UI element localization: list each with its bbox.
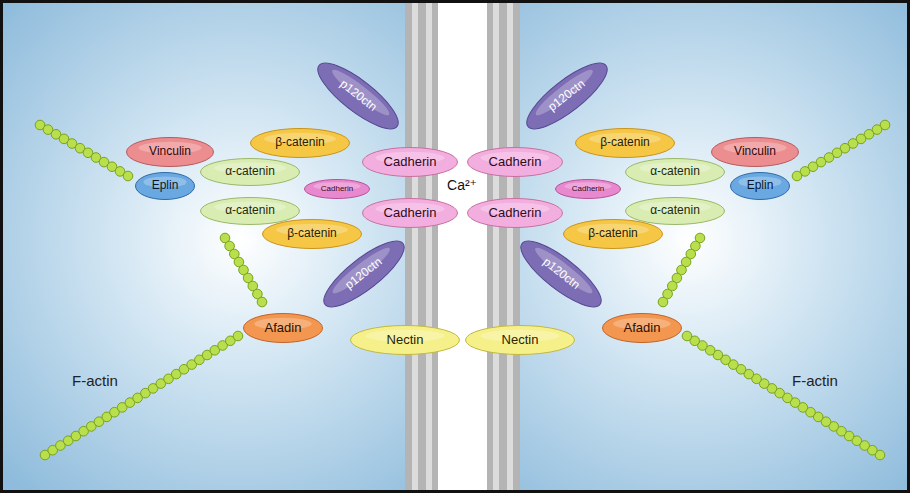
- protein-name: α-catenin: [225, 204, 275, 217]
- ellipse-shape: [626, 159, 725, 186]
- nectin-protein: Nectin: [350, 325, 460, 355]
- afadin-protein: Afadin: [602, 313, 682, 343]
- protein-name: Vinculin: [149, 145, 191, 158]
- beta-catenin-protein: β-catenin: [563, 219, 663, 249]
- ion-label: Ca²⁺: [445, 178, 479, 193]
- alpha-catenin-protein: α-catenin: [625, 197, 725, 225]
- ellipse-shape: [712, 138, 799, 167]
- ellipse-shape: [351, 326, 460, 355]
- ellipse-shape: [127, 138, 214, 167]
- protein-name: β-catenin: [588, 227, 638, 240]
- protein-name: β-catenin: [275, 136, 325, 149]
- beta-catenin-protein: β-catenin: [250, 128, 350, 158]
- protein-name: Afadin: [624, 321, 661, 335]
- protein-name: Vinculin: [734, 145, 776, 158]
- ellipse-shape: [136, 173, 195, 200]
- protein-name: β-catenin: [600, 136, 650, 149]
- protein-name: α-catenin: [650, 165, 700, 178]
- protein-name: Eplin: [747, 179, 774, 192]
- ellipse-shape: [576, 129, 675, 158]
- afadin-protein: Afadin: [243, 313, 323, 343]
- ellipse-shape: [626, 198, 725, 225]
- ellipse-shape: [201, 159, 300, 186]
- alpha-catenin-protein: α-catenin: [625, 158, 725, 186]
- actin-bead: [123, 171, 133, 181]
- ellipse-shape: [305, 180, 370, 199]
- vinculin-protein: Vinculin: [711, 137, 799, 167]
- ellipse-shape: [731, 173, 790, 200]
- ellipse-highlight: [532, 65, 597, 119]
- protein-name: α-catenin: [650, 204, 700, 217]
- ellipse-shape: [556, 180, 621, 199]
- actin-bead: [233, 331, 243, 341]
- protein-name: β-catenin: [287, 227, 337, 240]
- beta-catenin-protein: β-catenin: [262, 219, 362, 249]
- ellipse-highlight: [329, 243, 394, 297]
- ellipse-shape: [518, 53, 615, 138]
- ellipse-shape: [512, 231, 609, 316]
- ellipse-shape: [251, 129, 350, 158]
- protein-name: Nectin: [502, 333, 539, 347]
- protein-name: Cadherin: [321, 185, 353, 194]
- beta-catenin-protein: β-catenin: [575, 128, 675, 158]
- ellipse-highlight: [328, 65, 393, 119]
- protein-name: Cadherin: [384, 206, 437, 220]
- cadherin-protein: Cadherin: [362, 147, 458, 177]
- protein-name: α-catenin: [225, 165, 275, 178]
- protein-name: Afadin: [265, 321, 302, 335]
- ellipse-shape: [244, 314, 323, 343]
- ellipse-shape: [468, 148, 563, 177]
- ellipse-shape: [468, 199, 563, 228]
- actin-bead: [792, 171, 802, 181]
- protein-name: Cadherin: [489, 206, 542, 220]
- cadherin-protein: Cadherin: [362, 198, 458, 228]
- cadherin-domain: Cadherin: [304, 179, 370, 199]
- ellipse-shape: [363, 199, 458, 228]
- ellipse-shape: [466, 326, 575, 355]
- cadherin-protein: Cadherin: [467, 147, 563, 177]
- ellipse-shape: [315, 231, 412, 316]
- actin-bead: [257, 297, 267, 307]
- protein-name: Eplin: [152, 179, 179, 192]
- protein-name: Cadherin: [489, 155, 542, 169]
- cadherin-protein: Cadherin: [467, 198, 563, 228]
- ellipse-shape: [363, 148, 458, 177]
- eplin-protein: Eplin: [730, 172, 790, 200]
- eplin-protein: Eplin: [135, 172, 195, 200]
- ellipse-highlight: [531, 243, 596, 297]
- ellipse-shape: [564, 220, 663, 249]
- cadherin-domain: Cadherin: [555, 179, 621, 199]
- filament-label: F-actin: [72, 373, 118, 390]
- alpha-catenin-protein: α-catenin: [200, 158, 300, 186]
- nectin-protein: Nectin: [465, 325, 575, 355]
- ellipse-shape: [263, 220, 362, 249]
- protein-name: Nectin: [387, 333, 424, 347]
- actin-filaments: [35, 120, 890, 460]
- actin-bead: [658, 297, 668, 307]
- protein-name: Cadherin: [572, 185, 604, 194]
- vinculin-protein: Vinculin: [126, 137, 214, 167]
- ellipse-shape: [603, 314, 682, 343]
- actin-bead: [682, 331, 692, 341]
- protein-name: Cadherin: [384, 155, 437, 169]
- ellipse-shape: [201, 198, 300, 225]
- filament-label: F-actin: [792, 373, 838, 390]
- ellipse-shape: [309, 53, 406, 138]
- alpha-catenin-protein: α-catenin: [200, 197, 300, 225]
